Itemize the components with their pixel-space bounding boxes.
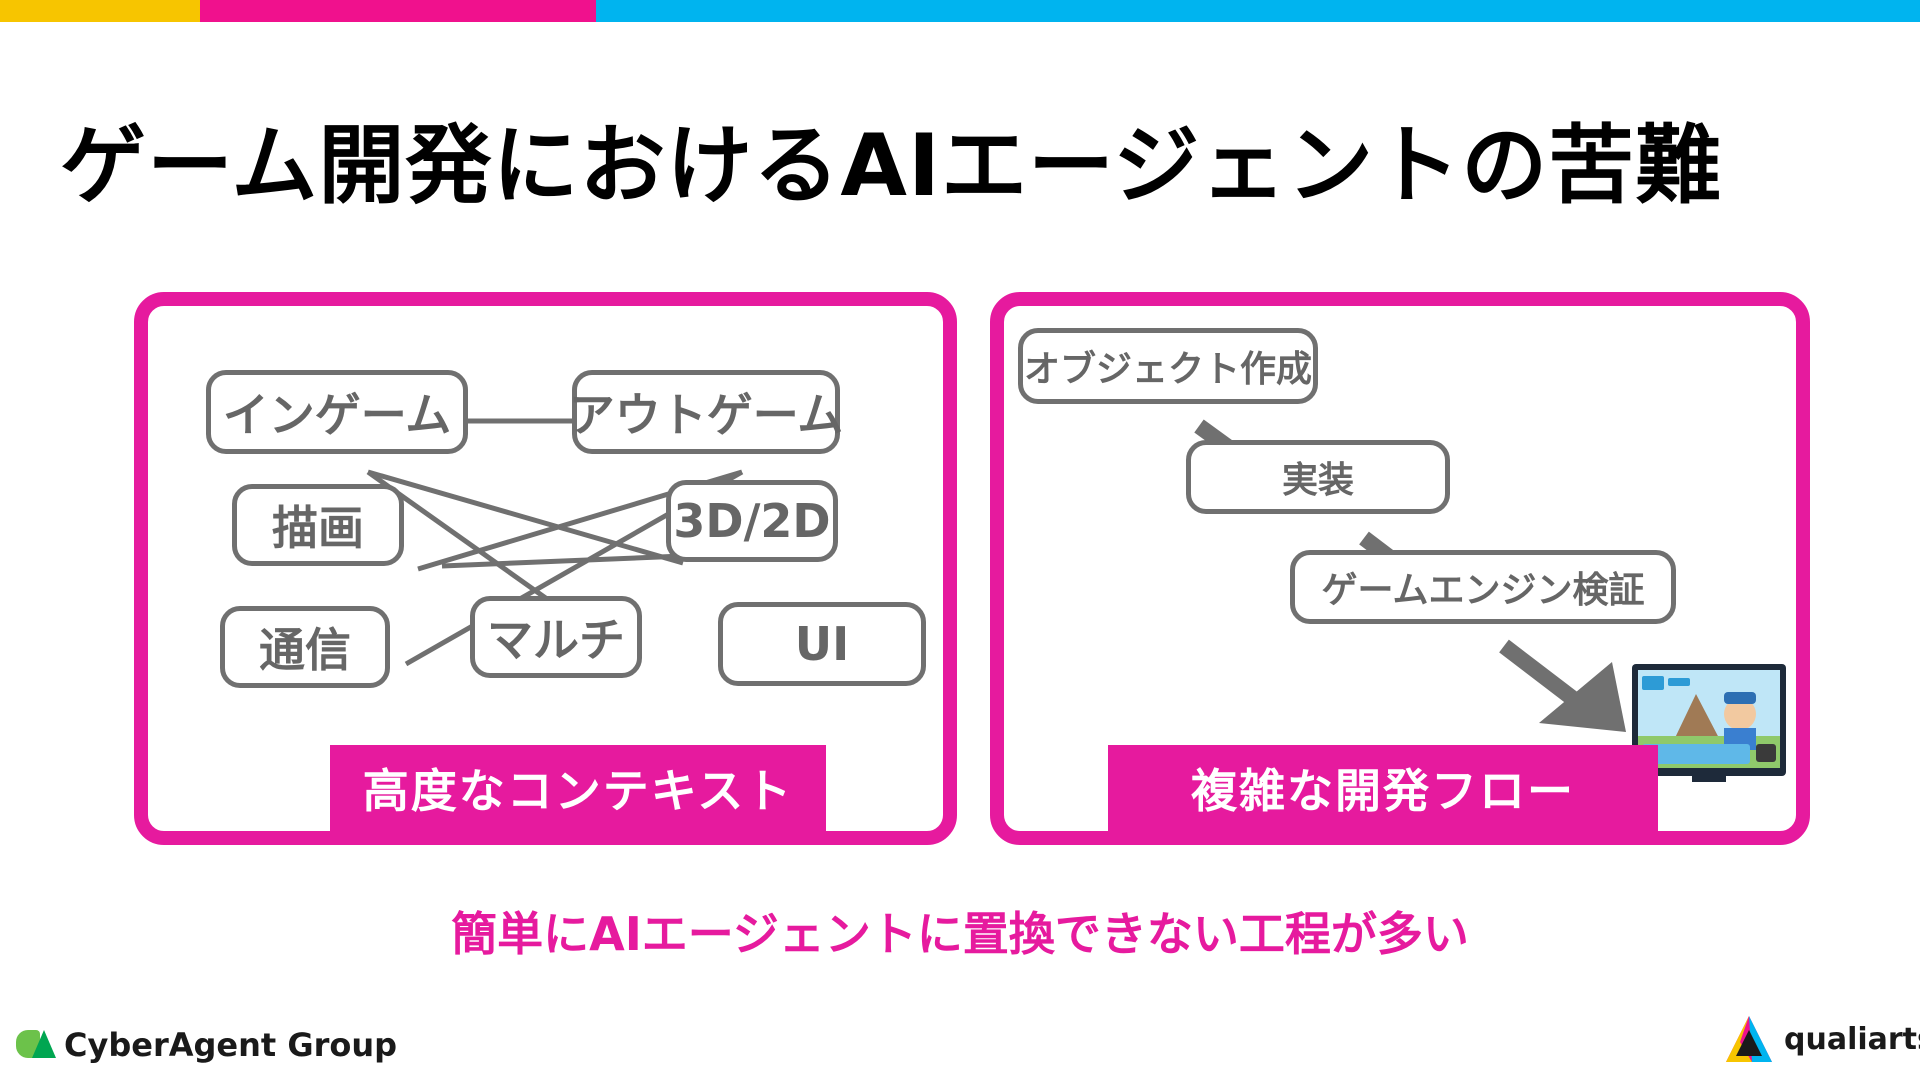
node-rendering: 描画	[232, 484, 404, 566]
top-bar-pink	[200, 0, 596, 22]
game-screen-art	[1638, 670, 1780, 768]
context-caption: 高度なコンテキスト	[330, 745, 826, 831]
cyberagent-mark-icon	[16, 1028, 56, 1062]
node-ui: UI	[718, 602, 926, 686]
cyberagent-logo: CyberAgent Group	[16, 1026, 397, 1064]
flow-arrowhead	[1539, 662, 1626, 732]
context-panel: インゲーム アウトゲーム 描画 3D/2D 通信 マルチ UI 高度なコンテキス…	[134, 292, 957, 845]
game-monitor-illustration	[1632, 664, 1786, 782]
link-rendering-3d2d	[441, 553, 684, 569]
flow-connector-3	[1499, 639, 1581, 708]
flow-caption: 複雑な開発フロー	[1108, 745, 1658, 831]
link-ingame-3d2d	[367, 469, 684, 566]
qualiarts-logo: qualiarts	[1722, 1012, 1920, 1066]
node-outgame: アウトゲーム	[569, 370, 843, 454]
slide-title: ゲーム開発におけるAIエージェントの苦難	[60, 116, 1723, 216]
top-bar-cyan	[596, 0, 1920, 22]
node-3d2d: 3D/2D	[666, 480, 838, 562]
flow-step-verify: ゲームエンジン検証	[1290, 550, 1676, 624]
qualiarts-mark-icon	[1722, 1012, 1776, 1066]
cyberagent-logo-text: CyberAgent Group	[64, 1026, 398, 1064]
node-multi: マルチ	[470, 596, 642, 678]
flow-step-create: オブジェクト作成	[1018, 328, 1318, 404]
flow-step-implement: 実装	[1186, 440, 1450, 514]
node-network: 通信	[220, 606, 390, 688]
flow-panel: オブジェクト作成 実装 ゲームエンジン検証 複雑な開発フロー	[990, 292, 1810, 845]
slide-subtitle: 簡単にAIエージェントに置換できない工程が多い	[451, 907, 1469, 961]
qualiarts-logo-text: qualiarts	[1784, 1021, 1920, 1057]
node-ingame: インゲーム	[206, 370, 468, 454]
top-bar-yellow	[0, 0, 200, 22]
